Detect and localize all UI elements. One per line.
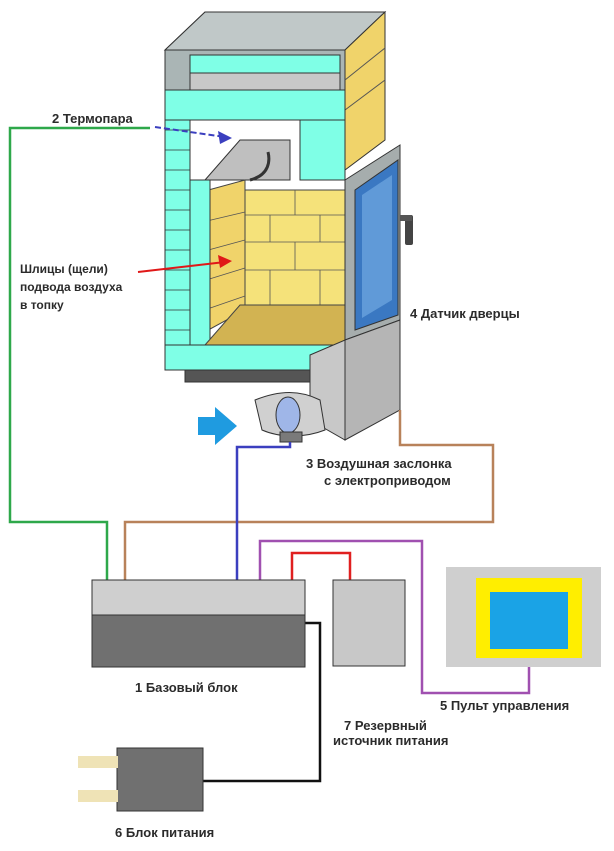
air-damper [254, 392, 326, 443]
thermocouple-arrow [154, 126, 232, 144]
plug-icon [78, 756, 118, 802]
label-control-panel: 5 Пульт управления [440, 698, 569, 713]
label-thermocouple: 2 Термопара [52, 111, 134, 126]
label-slots-3: в топку [20, 298, 64, 312]
label-damper-2: с электроприводом [324, 473, 451, 488]
slots-arrow [137, 255, 232, 273]
control-panel [446, 567, 601, 667]
thermocouple-wire [8, 126, 150, 580]
damper-wire [235, 442, 292, 580]
power-supply-wire [202, 621, 322, 783]
label-door-sensor: 4 Датчик дверцы [410, 306, 520, 321]
label-slots-1: Шлицы (щели) [20, 262, 108, 276]
label-backup-1: 7 Резервный [344, 718, 427, 733]
label-slots-2: подвода воздуха [20, 280, 123, 294]
label-base-unit: 1 Базовый блок [135, 680, 238, 695]
door-sensor-wire [123, 410, 495, 580]
backup-power-box [332, 579, 406, 667]
base-unit [91, 579, 306, 668]
control-panel-wire [258, 539, 531, 695]
air-flow-arrow-icon [198, 407, 237, 445]
power-supply [78, 747, 204, 812]
label-power-supply: 6 Блок питания [115, 825, 214, 840]
label-damper-1: 3 Воздушная заслонка [306, 456, 452, 471]
label-backup-2: источник питания [333, 733, 448, 748]
backup-power-wire [290, 551, 352, 580]
fireplace-illustration [163, 10, 413, 441]
